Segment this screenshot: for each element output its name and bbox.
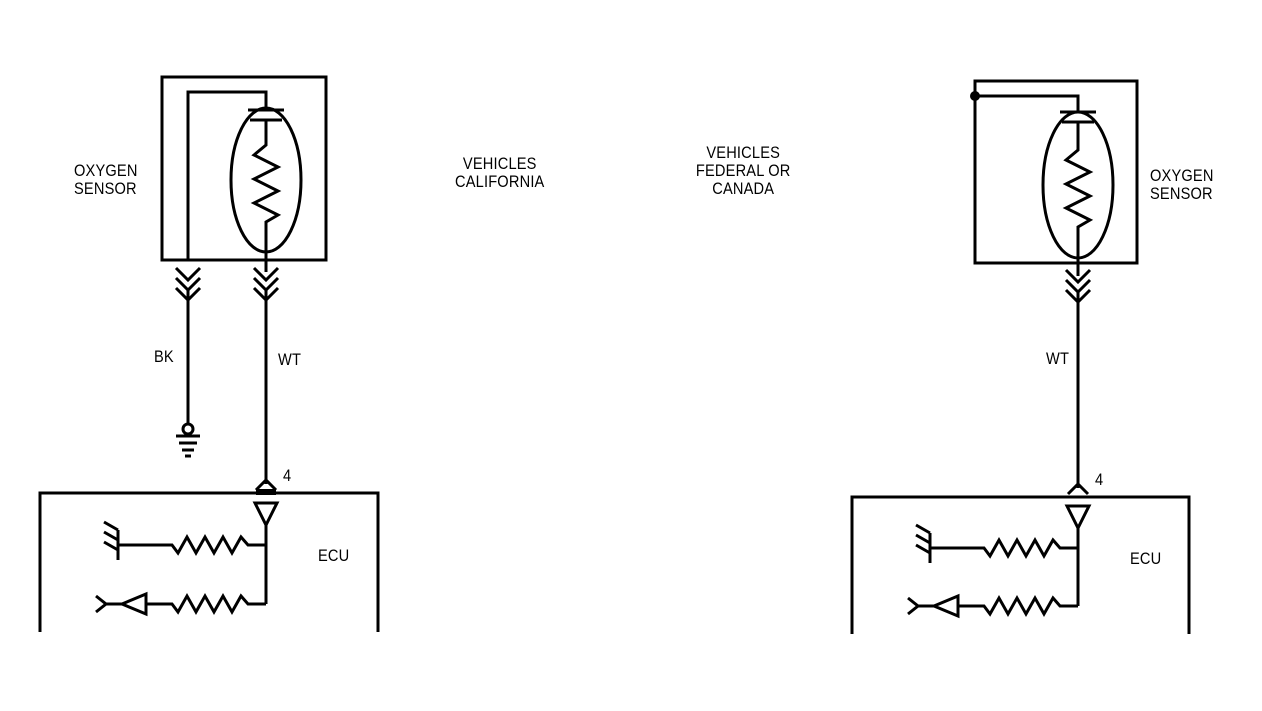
ground-terminal — [181, 422, 195, 436]
ecu-output-chevron-icon — [907, 596, 934, 616]
ecu-input-triangle-icon — [252, 501, 280, 529]
ecu-output-chevron-icon — [95, 594, 122, 614]
sensor-resistor-zigzag — [250, 120, 282, 272]
pin-4-connector-icon — [1066, 481, 1090, 496]
right-pin-number: 4 — [1095, 470, 1104, 489]
right-oxygen-sensor-label: OXYGEN SENSOR — [1150, 166, 1214, 203]
left-ecu-label: ECU — [318, 546, 350, 565]
right-wire-wt-label: WT — [1046, 349, 1070, 368]
ecu-box — [38, 491, 380, 632]
sensor-ground-lead — [186, 90, 268, 260]
federal-circuit — [850, 79, 1191, 634]
ground-icon — [176, 434, 200, 458]
heading-federal-canada: VEHICLES FEDERAL OR CANADA — [695, 143, 791, 198]
ecu-input-triangle-icon — [1064, 504, 1092, 532]
heading-california: VEHICLES CALIFORNIA — [455, 154, 545, 191]
sensor-case-ground-lead — [975, 94, 1080, 112]
ecu-pullup-resistor — [930, 536, 1078, 560]
oxygen-sensor-box — [160, 75, 328, 262]
california-circuit — [38, 75, 380, 632]
ecu-amplifier-triangle-icon — [930, 593, 960, 619]
sensor-resistor-zigzag — [1062, 122, 1094, 276]
ecu-pin-pad — [256, 489, 276, 495]
ecu-sense-resistor — [958, 594, 1078, 618]
left-wire-bk-label: BK — [154, 347, 174, 366]
oxygen-sensor-box — [973, 79, 1139, 265]
right-ecu-label: ECU — [1130, 549, 1162, 568]
ecu-chassis-ground-icon — [103, 520, 120, 560]
ecu-sense-resistor — [146, 592, 266, 616]
left-pin-number: 4 — [283, 466, 292, 485]
pin-4-connector-icon — [254, 477, 278, 492]
ecu-box — [850, 495, 1191, 634]
ecu-chassis-ground-icon — [915, 523, 932, 563]
left-oxygen-sensor-label: OXYGEN SENSOR — [74, 161, 138, 198]
left-wire-wt-label: WT — [278, 350, 302, 369]
ecu-amplifier-triangle-icon — [118, 591, 148, 617]
ecu-pullup-resistor — [118, 533, 266, 557]
